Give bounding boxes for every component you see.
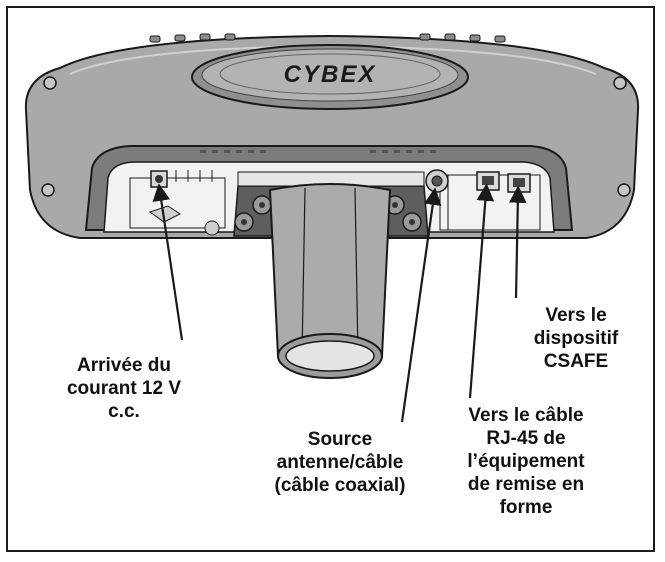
housing-ridge-bumps bbox=[149, 33, 506, 43]
brand-logo-text: CYBEX bbox=[284, 61, 377, 88]
power-leader bbox=[152, 183, 184, 341]
rj45-leader bbox=[468, 183, 495, 399]
callout-antenna-source: Source antenne/câble (câble coaxial) bbox=[274, 429, 406, 496]
callout-csafe-device: Vers le dispositif CSAFE bbox=[533, 305, 619, 372]
rj45-port bbox=[476, 171, 500, 191]
antenna-leader bbox=[400, 187, 442, 423]
support-post bbox=[268, 183, 392, 379]
csafe-port bbox=[507, 173, 531, 193]
coax-connector bbox=[425, 169, 449, 193]
dc-power-jack bbox=[150, 170, 168, 188]
csafe-leader bbox=[509, 185, 527, 299]
callout-power-input: Arrivée du courant 12 V c.c. bbox=[66, 355, 182, 422]
callout-rj45-cable: Vers le câble RJ-45 de l’équipement de r… bbox=[467, 405, 585, 518]
screw-boss-icons bbox=[41, 76, 631, 197]
callout-leader-lines bbox=[152, 183, 527, 423]
